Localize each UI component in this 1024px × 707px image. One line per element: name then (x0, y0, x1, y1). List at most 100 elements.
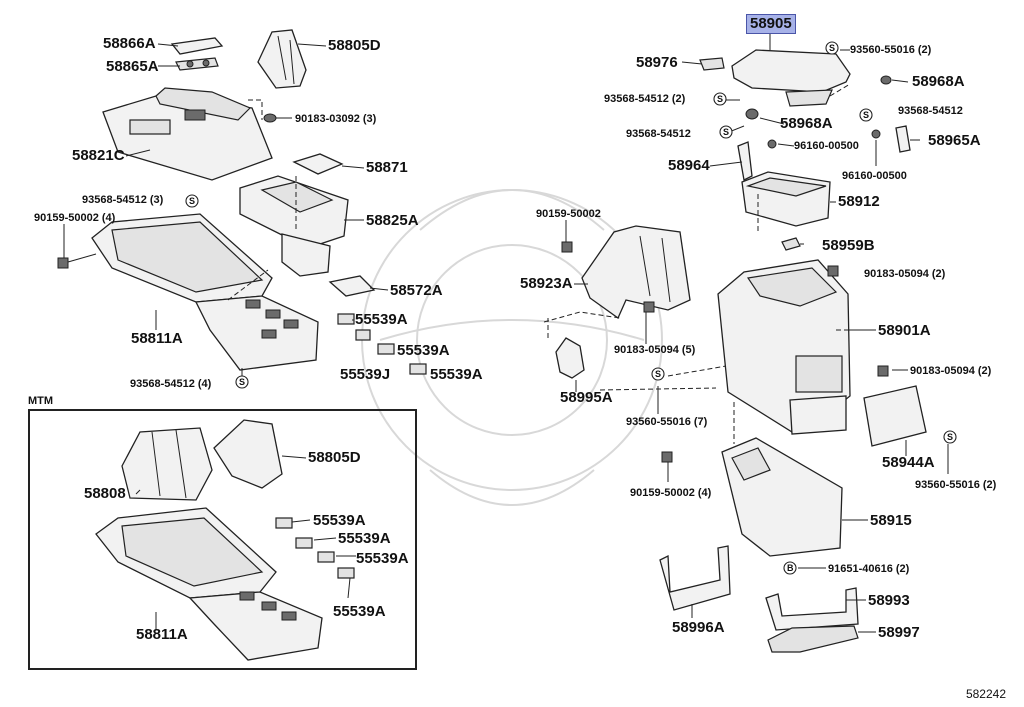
part-label-58923A[interactable]: 58923A (520, 275, 573, 292)
fastener-label[interactable]: 93560-55016 (7) (626, 416, 708, 428)
part-label-58912[interactable]: 58912 (838, 193, 880, 210)
clip-letter-s: S (947, 432, 954, 442)
part-label-58959B[interactable]: 58959B (822, 237, 875, 254)
part-58915-shape (721, 437, 843, 557)
part-58811A-mtm-shape (95, 507, 323, 661)
part-58805D-top-shape (257, 29, 307, 89)
part-58923A-shape (581, 225, 691, 319)
part-58976-shape (699, 57, 725, 71)
part-label-58811A[interactable]: 58811A (131, 330, 183, 347)
clip-symbols (185, 41, 957, 575)
part-label-58965A[interactable]: 58965A (928, 132, 981, 149)
part-label-58821C[interactable]: 58821C (72, 147, 125, 164)
part-label-55539A[interactable]: 55539A (355, 311, 408, 328)
part-label-58915[interactable]: 58915 (870, 512, 912, 529)
clip-letter-s: S (189, 196, 196, 206)
mtm-box (28, 409, 417, 670)
fastener-label[interactable]: 90159-50002 (536, 208, 601, 220)
fastener-label[interactable]: 93560-55016 (2) (915, 479, 997, 491)
part-label-55539J[interactable]: 55539J (340, 366, 391, 383)
fasteners-right (561, 75, 892, 463)
part-58901A-shape (717, 259, 851, 435)
part-label-58871[interactable]: 58871 (366, 159, 408, 176)
part-label-58805D[interactable]: 58805D (308, 449, 361, 466)
part-label-58825A[interactable]: 58825A (366, 212, 419, 229)
part-label-58865A[interactable]: 58865A (106, 58, 159, 75)
clip-letter-b: B (787, 563, 794, 573)
diagram-number: 582242 (965, 687, 1006, 701)
part-label-58944A[interactable]: 58944A (882, 454, 935, 471)
part-58912-shape (741, 171, 831, 227)
part-label-55539A[interactable]: 55539A (397, 342, 450, 359)
clip-letter-s: S (717, 94, 724, 104)
part-label-58993[interactable]: 58993 (868, 592, 910, 609)
clip-letter-s: S (863, 110, 870, 120)
part-58865A-shape (175, 57, 219, 71)
fastener-label[interactable]: 93568-54512 (3) (82, 194, 164, 206)
part-58995A-shape (555, 337, 585, 379)
part-label-58905-highlighted[interactable]: 58905 (746, 14, 796, 34)
fastener-label[interactable]: 93568-54512 (4) (130, 378, 212, 390)
part-58821C-shape (102, 87, 273, 181)
part-58965A-shape (895, 125, 911, 153)
part-58993-shape (765, 587, 859, 631)
part-label-58968A[interactable]: 58968A (912, 73, 965, 90)
fastener-label[interactable]: 93568-54512 (2) (604, 93, 686, 105)
part-58964-shape (737, 141, 753, 181)
part-58905-shape (731, 33, 851, 107)
part-58944A-shape (863, 385, 927, 447)
part-label-58976[interactable]: 58976 (636, 54, 678, 71)
part-label-58572A[interactable]: 58572A (390, 282, 443, 299)
clip-letter-s: S (829, 43, 836, 53)
clip-letter-s: S (655, 369, 662, 379)
part-58996A-shape (659, 545, 731, 611)
part-label-58805D[interactable]: 58805D (328, 37, 381, 54)
fastener-label[interactable]: 90183-05094 (2) (864, 268, 946, 280)
part-label-58968A[interactable]: 58968A (780, 115, 833, 132)
switches-mtm-shapes (275, 517, 355, 579)
part-58811A-top-shape (91, 213, 319, 371)
part-label-58996A[interactable]: 58996A (672, 619, 725, 636)
fastener-label[interactable]: 90159-50002 (4) (34, 212, 116, 224)
part-58808-shape (121, 427, 213, 501)
part-label-58964[interactable]: 58964 (668, 157, 710, 174)
mtm-label: MTM (28, 395, 54, 407)
part-label-58997[interactable]: 58997 (878, 624, 920, 641)
fastener-label[interactable]: 90183-05094 (2) (910, 365, 992, 377)
watermark-emblem (361, 189, 663, 506)
fastener-label[interactable]: 90183-05094 (5) (614, 344, 696, 356)
part-label-58811A[interactable]: 58811A (136, 626, 188, 643)
part-label-55539A[interactable]: 55539A (430, 366, 483, 383)
part-label-58995A[interactable]: 58995A (560, 389, 613, 406)
part-58805D-mtm-shape (213, 419, 283, 489)
part-58572A-shape (328, 275, 376, 297)
part-label-55539A[interactable]: 55539A (333, 603, 386, 620)
part-label-55539A[interactable]: 55539A (356, 550, 409, 567)
fastener-label[interactable]: 90159-50002 (4) (630, 487, 712, 499)
fastener-label[interactable]: 96160-00500 (794, 140, 859, 152)
part-label-55539A[interactable]: 55539A (313, 512, 366, 529)
part-58825A-shape (239, 175, 349, 277)
part-label-58866A[interactable]: 58866A (103, 35, 156, 52)
fastener-label[interactable]: 96160-00500 (842, 170, 907, 182)
leader-lines-left (63, 43, 389, 380)
part-label-58901A[interactable]: 58901A (878, 322, 931, 339)
fastener-label[interactable]: 91651-40616 (2) (828, 563, 910, 575)
fastener-label[interactable]: 90183-03092 (3) (295, 113, 377, 125)
leader-lines-right (543, 49, 949, 633)
part-label-55539A[interactable]: 55539A (338, 530, 391, 547)
part-label-58808[interactable]: 58808 (84, 485, 126, 502)
clip-letter-s: S (723, 127, 730, 137)
fastener-label[interactable]: 93568-54512 (626, 128, 691, 140)
part-58871-shape (292, 153, 344, 175)
fasteners-left-top (57, 113, 277, 269)
clip-letter-s: S (239, 377, 246, 387)
switches-55539-shapes (337, 313, 427, 375)
part-58997-shape (767, 625, 859, 653)
part-58959B-shape (781, 237, 801, 251)
leader-lines-mtm (135, 455, 356, 630)
part-58866A-shape (170, 37, 224, 55)
fastener-label[interactable]: 93560-55016 (2) (850, 44, 932, 56)
fastener-label[interactable]: 93568-54512 (898, 105, 963, 117)
